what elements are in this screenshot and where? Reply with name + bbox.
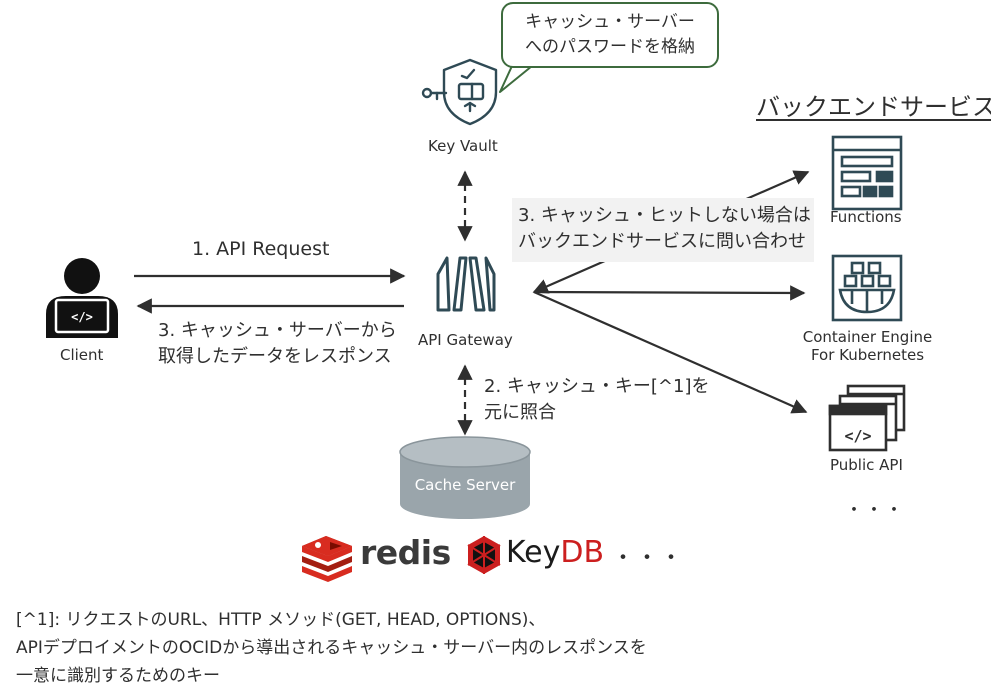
backend-title: バックエンドサービス <box>756 93 991 121</box>
keydb-wordmark-db: DB <box>560 535 605 570</box>
cache-server-cylinder <box>399 436 531 519</box>
bubble-line1: キャッシュ・サーバー <box>525 12 695 32</box>
step3-return-line1: 3. キャッシュ・サーバーから <box>158 320 397 341</box>
redis-wordmark: redis <box>360 533 451 572</box>
step3-return-line2: 取得したデータをレスポンス <box>158 346 392 367</box>
backend-more-ellipsis: ・・・ <box>845 500 905 521</box>
public-api-label: Public API <box>830 456 903 474</box>
user-laptop-icon: </> <box>46 258 118 338</box>
bubble-tail <box>499 65 533 93</box>
step2-label: 2. キャッシュ・キー[^1]を 元に照合 <box>484 374 709 426</box>
step3-return-label: 3. キャッシュ・サーバーから 取得したデータをレスポンス <box>158 318 397 370</box>
code-window-icon: </> <box>828 384 906 452</box>
cache-more-ellipsis: ・・・ <box>612 546 685 571</box>
footnote-line3: 一意に識別するためのキー <box>16 666 220 686</box>
step3-miss-line2: バックエンドサービスに問い合わせ <box>518 231 806 252</box>
keydb-wordmark: KeyDB <box>506 535 604 570</box>
redis-logo <box>302 536 352 582</box>
svg-text:</>: </> <box>844 427 871 445</box>
footnote: [^1]: リクエストのURL、HTTP メソッド(GET, HEAD, OPT… <box>16 606 647 690</box>
functions-icon <box>831 135 903 211</box>
client-label: Client <box>60 346 104 364</box>
key-vault-label: Key Vault <box>428 137 498 155</box>
api-gateway-icon <box>436 256 496 312</box>
oke-label: Container Engine For Kubernetes <box>800 328 935 364</box>
keydb-wordmark-key: Key <box>506 535 561 570</box>
step2-line1: 2. キャッシュ・キー[^1]を <box>484 376 710 397</box>
step3-miss-label: 3. キャッシュ・ヒットしない場合は バックエンドサービスに問い合わせ <box>518 203 811 255</box>
step2-line2: 元に照合 <box>484 402 556 423</box>
svg-text:</>: </> <box>71 310 93 324</box>
footnote-line2: APIデプロイメントのOCIDから導出されるキャッシュ・サーバー内のレスポンスを <box>16 638 647 658</box>
cache-server-label: Cache Server <box>414 476 516 494</box>
api-gateway-label: API Gateway <box>418 331 513 349</box>
key-vault-note-bubble: キャッシュ・サーバー へのパスワードを格納 <box>501 2 719 68</box>
step3-miss-background <box>512 198 814 262</box>
step3-miss-line1: 3. キャッシュ・ヒットしない場合は <box>518 205 811 226</box>
shield-key-icon <box>421 58 498 126</box>
oke-label-line1: Container Engine <box>802 328 933 346</box>
step1-label: 1. API Request <box>192 238 330 260</box>
arrow-to-oke <box>533 285 806 301</box>
arrow-to-public-api <box>533 290 808 414</box>
kubernetes-icon <box>831 254 903 322</box>
footnote-line1: [^1]: リクエストのURL、HTTP メソッド(GET, HEAD, OPT… <box>16 610 546 630</box>
functions-label: Functions <box>830 208 902 226</box>
keydb-logo <box>467 536 501 574</box>
bubble-line2: へのパスワードを格納 <box>525 37 695 57</box>
oke-label-line2: For Kubernetes <box>810 346 925 364</box>
